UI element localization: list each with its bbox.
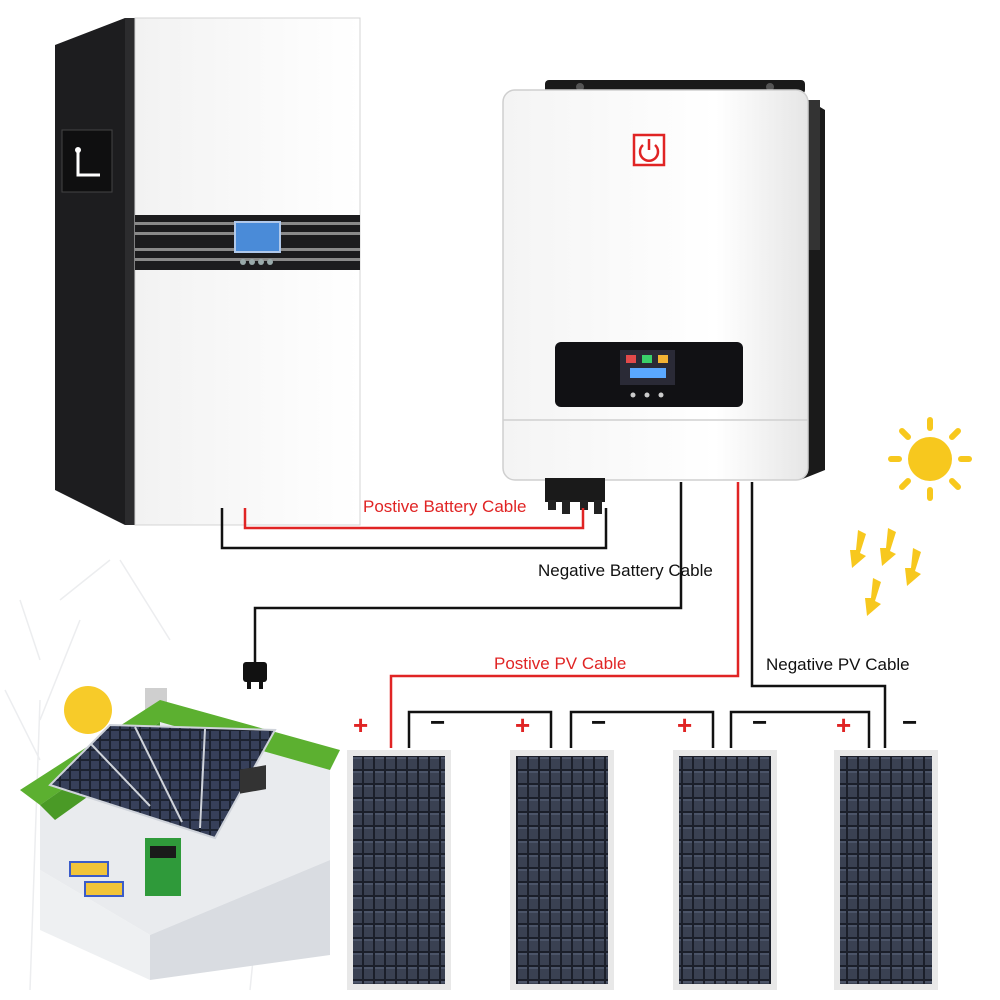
house-icon	[20, 686, 340, 980]
positive-pv-cable-label: Postive PV Cable	[494, 654, 627, 673]
solar-panel-4	[834, 750, 938, 990]
negative-pv-cable-label: Negative PV Cable	[766, 655, 910, 674]
negative-pv-cable	[750, 482, 887, 748]
battery-icon	[55, 17, 361, 526]
power-icon	[632, 133, 666, 167]
solar-panel-1	[347, 750, 451, 990]
panel-1-positive-terminal: +	[353, 710, 369, 740]
positive-pv-cable	[389, 482, 740, 748]
positive-battery-cable	[243, 508, 585, 530]
inverter-icon	[502, 80, 825, 514]
panel-4-negative-terminal: −	[902, 707, 918, 737]
panel-3-positive-terminal: +	[677, 710, 693, 740]
positive-battery-cable-label: Postive Battery Cable	[363, 497, 527, 516]
negative-battery-cable-label: Negative Battery Cable	[538, 561, 713, 580]
sun-ray-arrows	[850, 528, 921, 616]
panel-4-positive-terminal: +	[836, 710, 852, 740]
panel-2-negative-terminal: −	[591, 707, 607, 737]
battery-cables	[220, 508, 608, 550]
solar-panel-icon	[347, 750, 938, 990]
ac-output-cable	[253, 482, 683, 668]
panel-3-negative-terminal: −	[752, 707, 768, 737]
negative-battery-cable	[220, 508, 608, 550]
panel-2-positive-terminal: +	[515, 710, 531, 740]
pv-cables	[389, 482, 887, 748]
panel-1-negative-terminal: −	[430, 707, 446, 737]
sun-icon	[888, 417, 972, 501]
solar-panel-2	[510, 750, 614, 990]
plug-icon	[243, 662, 267, 689]
solar-panel-3	[673, 750, 777, 990]
